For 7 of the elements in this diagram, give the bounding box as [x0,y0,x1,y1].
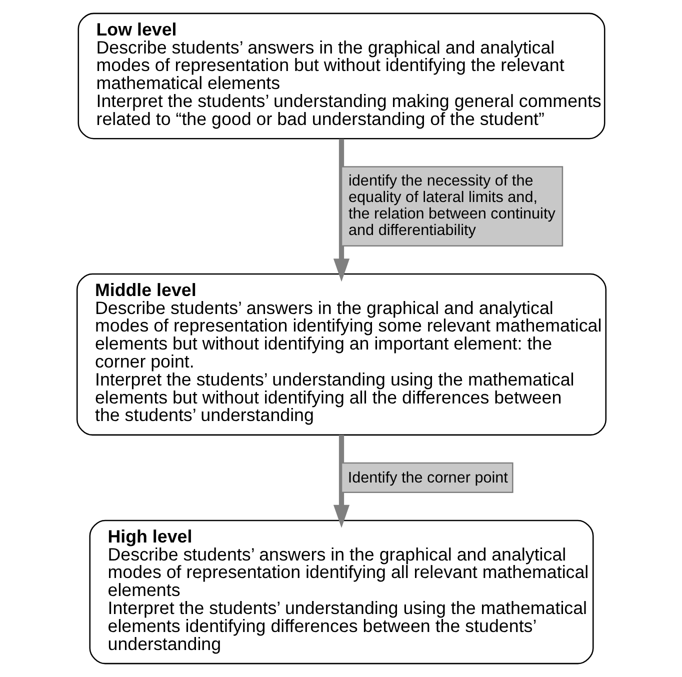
node-box: Middle level Describe students’ answers in the graphical and analytical modes of representation identifying some relevant mathematical elements but without identifying an important element: the corner point. Interpret the students’ understanding using the mathematical elements but without identifying all the differences between the students’ understanding [76,273,606,436]
edge-label: identify the necessity of the equality of lateral limits and, the relation between continuity and differentiability [348,172,555,240]
edge-label: Identify the corner point [347,469,508,486]
arrow [332,138,350,282]
node-box: Low level Describe students’ answers in the graphical and analytical modes of representation but without identifying the relevant mathematical elements Interpret the students’ understanding making general comments related to “the good or bad understanding of the student” [77,12,605,140]
arrow [332,434,350,528]
node-box: High level Describe students’ answers in the graphical and analytical modes of representation identifying all relevant mathematical elements Interpret the students’ understanding using the mathematical elements identifying differences between the students’ understanding [88,520,594,664]
